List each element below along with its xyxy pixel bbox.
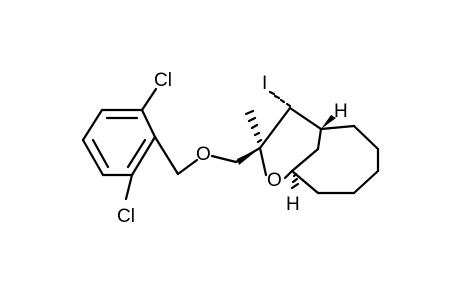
cl-bottom-bond <box>124 173 134 201</box>
h-top-solid-wedge <box>321 115 336 129</box>
cl-top-bond <box>140 87 158 112</box>
atom-cl-top: Cl <box>154 70 172 91</box>
atom-oxygen-ether: O <box>196 144 211 165</box>
pyran-ring <box>258 106 323 180</box>
atom-oxygen-ring: O <box>267 170 282 191</box>
iodine-hashed-wedge <box>268 90 292 108</box>
c2-solid-wedge <box>237 148 260 165</box>
benzene-ring <box>81 108 157 177</box>
atom-cl-bottom: Cl <box>117 206 135 227</box>
h-bottom-hashed-wedge <box>290 172 300 190</box>
atom-h-top: H <box>334 101 348 122</box>
atom-iodine: I <box>262 73 267 94</box>
methyl-hashed-wedge <box>244 109 263 144</box>
atom-h-bottom: H <box>286 194 300 215</box>
